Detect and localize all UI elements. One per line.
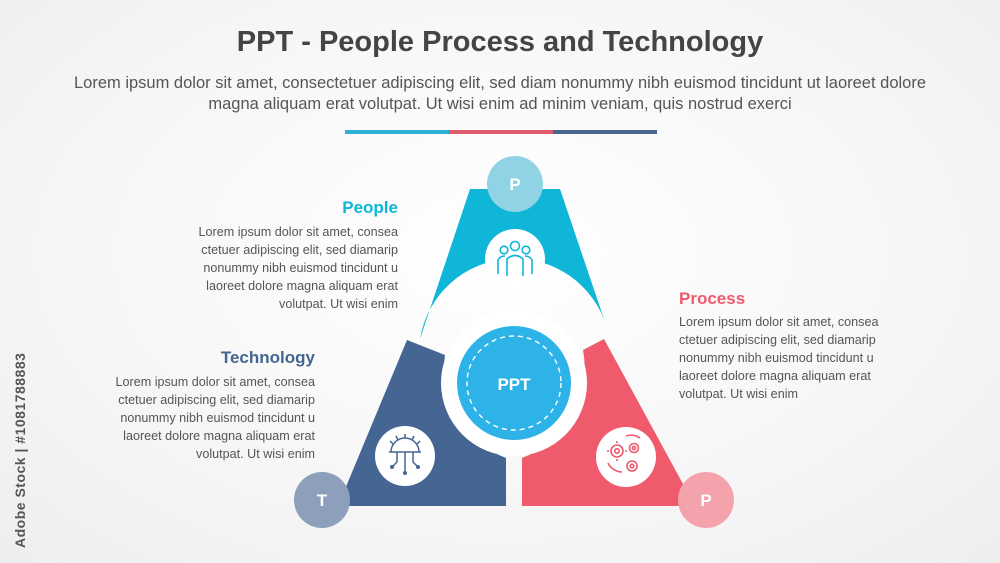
process-description-line: nonummy nibh euismod tincidunt u (679, 351, 874, 365)
watermark-text: Adobe Stock | #1081788883 (12, 352, 28, 548)
people-segment (420, 189, 607, 339)
people-badge-letter: P (509, 175, 520, 194)
people-description-line: nonummy nibh euismod tincidunt u (203, 261, 398, 275)
process-description: Lorem ipsum dolor sit amet, consea ctetu… (679, 313, 919, 403)
center-dashed-ring (466, 335, 562, 431)
people-title: People (342, 198, 398, 217)
technology-description-line: nonummy nibh euismod tincidunt u (120, 411, 315, 425)
process-description-line: laoreet dolore magna aliquam erat (679, 369, 871, 383)
technology-title: Technology (220, 348, 315, 367)
technology-description: Lorem ipsum dolor sit amet, consea ctetu… (75, 373, 316, 463)
people-description-line: ctetuer adipiscing elit, sed diamarip (201, 243, 398, 257)
page-subtitle: Lorem ipsum dolor sit amet, consectetuer… (73, 74, 927, 113)
process-description-line: volutpat. Ut wisi enim (679, 387, 798, 401)
gears-cycle-icon (596, 427, 656, 487)
divider-people (345, 130, 449, 134)
page-title: PPT - People Process and Technology (236, 26, 764, 58)
people-group-icon (485, 229, 545, 289)
process-title: Process (679, 289, 746, 308)
technology-description-line: Lorem ipsum dolor sit amet, consea (115, 375, 316, 389)
process-description-line: ctetuer adipiscing elit, sed diamarip (679, 333, 876, 347)
divider-process (449, 130, 553, 134)
circuit-gear-icon (375, 426, 435, 486)
technology-badge: T (294, 472, 350, 528)
process-badge-letter: P (700, 491, 711, 510)
center-label: PPT (497, 375, 531, 394)
people-description-line: laoreet dolore magna aliquam erat (206, 279, 398, 293)
technology-badge-letter: T (317, 491, 328, 510)
technology-description-line: volutpat. Ut wisi enim (196, 447, 315, 461)
people-description: Lorem ipsum dolor sit amet, consea ctetu… (158, 223, 399, 313)
technology-description-line: ctetuer adipiscing elit, sed diamarip (118, 393, 315, 407)
people-badge: P (487, 156, 543, 212)
people-description-line: Lorem ipsum dolor sit amet, consea (198, 225, 399, 239)
center-circle (457, 326, 571, 440)
process-description-line: Lorem ipsum dolor sit amet, consea (679, 315, 879, 329)
technology-description-line: laoreet dolore magna aliquam erat (123, 429, 315, 443)
divider-technology (553, 130, 657, 134)
process-badge: P (678, 472, 734, 528)
people-description-line: volutpat. Ut wisi enim (279, 297, 398, 311)
